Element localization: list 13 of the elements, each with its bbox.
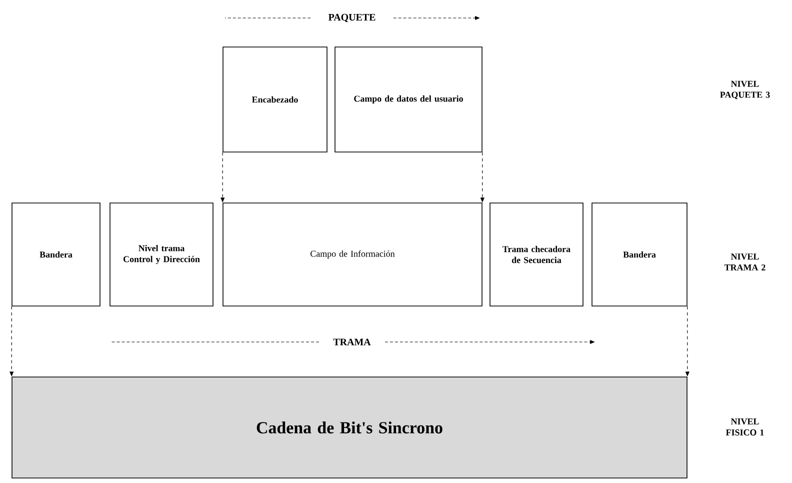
- bit-stream-band: Cadena de Bit's Sincrono: [12, 376, 688, 478]
- level-label: NIVEL TRAMA 2: [724, 254, 766, 270]
- field-box: Bandera: [592, 202, 688, 306]
- field-box: Trama checadora de Secuencia: [490, 202, 584, 306]
- field-box: Encabezado: [222, 46, 328, 152]
- level-label: NIVEL PAQUETE 3: [720, 80, 770, 100]
- dimension-label: TRAMA: [333, 338, 371, 346]
- field-box: Campo de Información: [222, 202, 482, 306]
- dimension-label: PAQUETE: [328, 14, 376, 22]
- field-box: Bandera: [12, 202, 100, 306]
- field-box: Campo de datos del usuario: [334, 46, 482, 152]
- field-box: Nivel trama Control y Dirección: [110, 202, 214, 306]
- level-label: NIVEL FISICO 1: [726, 418, 764, 436]
